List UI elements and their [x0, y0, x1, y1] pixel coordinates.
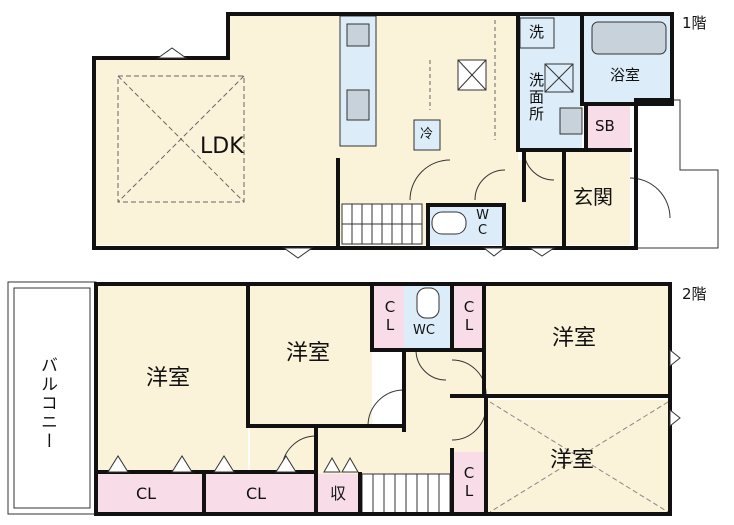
toilet-2f: [416, 287, 440, 319]
cl-room-1: [96, 474, 204, 514]
bedroom-ne-label: 洋室: [552, 326, 597, 351]
cl-label-1: CL: [136, 484, 157, 503]
cl-tri-5: [323, 456, 341, 473]
door-arc-1: [409, 159, 451, 201]
ldk-label: LDK: [200, 134, 244, 159]
porch-outline: [636, 99, 719, 249]
wash-basin: [559, 107, 583, 135]
window-marker-1: [156, 47, 188, 59]
washing-machine: [519, 17, 555, 49]
cl-tri-2: [171, 455, 193, 473]
bedroom-west: [96, 284, 248, 472]
hall-2f-mid: [404, 350, 486, 430]
window-marker-5: [669, 348, 681, 368]
balcony-inner: [13, 287, 91, 509]
walls-2f: [94, 282, 672, 516]
door-arc-2: [474, 169, 506, 201]
window-marker-6: [669, 408, 681, 428]
entrance-label: 玄関: [573, 185, 613, 209]
cl-tri-6: [341, 456, 359, 473]
cl-room-2: [206, 474, 314, 514]
bedroom-west-label: 洋室: [146, 366, 191, 391]
wc-1f-label: WC: [475, 208, 490, 238]
floor-label-2f: 2階: [682, 285, 707, 303]
sb-label: SB: [595, 117, 615, 135]
wc-2f-label: WC: [413, 323, 435, 338]
second-floor: [7, 281, 681, 516]
fridge: [413, 119, 441, 151]
bathtub: [591, 21, 667, 55]
cl-room-4: [452, 286, 484, 350]
cl-tri-4: [275, 455, 297, 473]
bath-label: 浴室: [610, 66, 641, 84]
ldk-ceiling-outline: [117, 75, 245, 203]
washroom-cross-2: [544, 63, 574, 93]
laundry-label: 洗: [529, 23, 545, 41]
sb-room: [586, 104, 630, 148]
toilet-1f: [431, 211, 467, 235]
bedroom-center: [250, 284, 372, 426]
first-floor: [92, 12, 719, 259]
stove: [346, 23, 370, 47]
storage-label: 収: [330, 484, 347, 503]
bedroom-center-label: 洋室: [286, 341, 331, 366]
cl-tri-3: [213, 455, 235, 473]
stairs-1f: [341, 203, 423, 245]
balcony-area: [7, 281, 97, 515]
cl-room-3: [372, 286, 404, 350]
door-arc-9: [415, 349, 447, 381]
fridge-label: 冷: [420, 127, 434, 142]
cl-room-5: [452, 452, 484, 514]
ldk-room: [94, 14, 518, 245]
floor-label-1f: 1階: [682, 14, 707, 32]
washroom-label: 洗面所: [527, 72, 545, 123]
window-marker-4: [528, 247, 556, 257]
pantry-cross-2: [457, 59, 487, 91]
balcony-label: バルコニー: [37, 356, 57, 451]
ldk-diag-2: [117, 75, 245, 203]
storage-room: [318, 474, 360, 514]
sink: [346, 89, 370, 121]
bedroom-ne: [484, 284, 670, 396]
cl-tri-1: [107, 455, 129, 473]
cl-label-5: CL: [460, 464, 478, 500]
cl-label-2: CL: [246, 484, 267, 503]
window-marker-3: [482, 247, 506, 257]
walls-1f: [92, 12, 674, 250]
entrance-room: [524, 150, 630, 245]
washroom-box: [544, 63, 574, 93]
bedroom-se-label: 洋室: [550, 448, 595, 473]
se-diag-2: [489, 401, 669, 513]
window-marker-2: [282, 247, 314, 259]
stairs-2f: [361, 473, 451, 515]
cl-label-3: CL: [381, 298, 399, 334]
door-arc-5: [367, 389, 405, 427]
cl-label-4: CL: [460, 298, 478, 334]
